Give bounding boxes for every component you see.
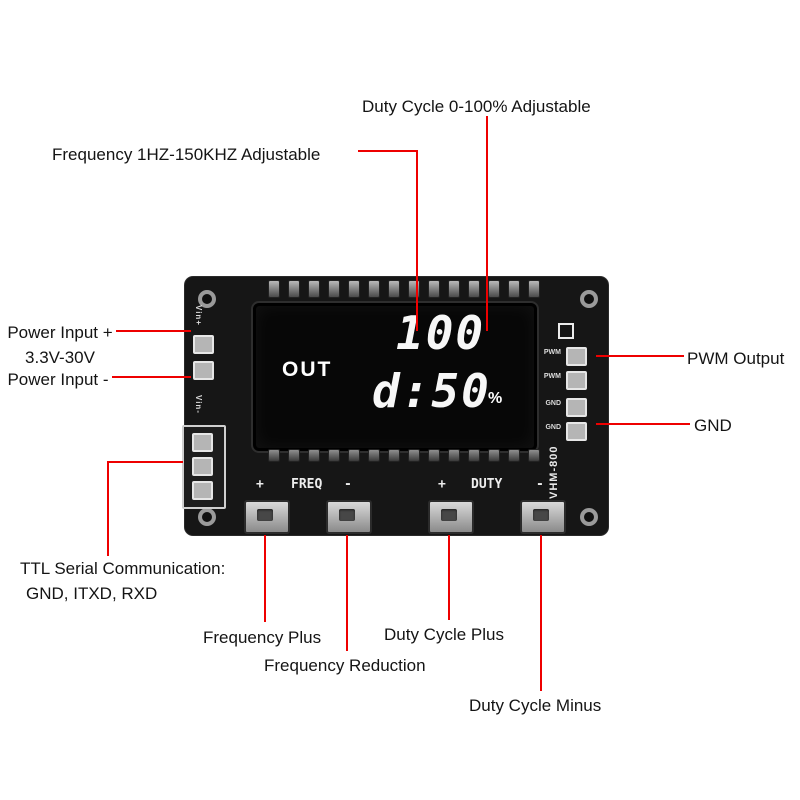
bottom-pin-header (268, 449, 540, 462)
pin (368, 280, 380, 298)
pwm-pad (566, 347, 587, 366)
pin (308, 449, 320, 462)
annotation-gnd: GND (694, 416, 732, 435)
ttl-pad (192, 481, 213, 500)
gnd-pad-label: GND (545, 424, 561, 431)
lcd-out-label: OUT (282, 358, 333, 381)
annotation-duty-cycle-plus: Duty Cycle Plus (384, 625, 504, 644)
mounting-hole (198, 508, 216, 526)
pwm-pad-label: PWM (543, 349, 561, 356)
pin (448, 280, 460, 298)
pin (308, 280, 320, 298)
vin-plus-label: Vin+ (194, 305, 203, 326)
silk-freq-label: FREQ (291, 477, 323, 492)
annotation-frequency-plus: Frequency Plus (203, 628, 322, 647)
lcd-frequency-value: 100 (396, 306, 486, 360)
pin (468, 449, 480, 462)
silk-duty-label: DUTY (471, 477, 503, 492)
pin (388, 449, 400, 462)
pin (528, 449, 540, 462)
pin (408, 280, 420, 298)
pin (408, 449, 420, 462)
frequency-reduction-button (326, 500, 372, 534)
annotation-pwm-output: PWM Output (687, 349, 785, 368)
annotation-ttl-line2: GND, ITXD, RXD (26, 583, 158, 603)
pin (428, 449, 440, 462)
silk-freq-minus: - (344, 477, 352, 492)
pin (328, 449, 340, 462)
pin (488, 280, 500, 298)
mounting-hole (580, 290, 598, 308)
lcd-percent-sign: % (488, 390, 503, 407)
pin (388, 280, 400, 298)
pcb-board: OUT 100 d:50 % Vin+ Vin- PWM (182, 277, 608, 535)
pin (288, 449, 300, 462)
pin (268, 280, 280, 298)
pin (448, 449, 460, 462)
silkscreen-box (558, 323, 574, 339)
pin (508, 280, 520, 298)
annotation-duty-adjustable: Duty Cycle 0-100% Adjustable (362, 97, 591, 116)
annotation-frequency-reduction: Frequency Reduction (264, 656, 426, 675)
annotation-ttl-serial: TTL Serial Communication: GND, ITXD, RXD (20, 557, 225, 606)
annotation-duty-cycle-minus: Duty Cycle Minus (469, 696, 602, 715)
ttl-pad (192, 457, 213, 476)
vin-minus-label: Vin- (194, 395, 203, 414)
duty-cycle-minus-button (520, 500, 566, 534)
mounting-hole (198, 290, 216, 308)
model-number-label: VHM-800 (548, 445, 560, 499)
pin (268, 449, 280, 462)
pwm-pad (566, 371, 587, 390)
annotation-power-input-plus-line2: 3.3V-30V (25, 347, 95, 367)
pwm-pad-label: PWM (543, 373, 561, 380)
annotation-ttl-line1: TTL Serial Communication: (20, 559, 226, 578)
lcd-duty-value: d:50 (372, 364, 491, 418)
annotation-power-input-plus-line1: Power Input + (7, 323, 113, 342)
mounting-hole (580, 508, 598, 526)
annotation-power-input-plus: Power Input + 3.3V-30V (4, 321, 116, 370)
gnd-pad-label: GND (545, 400, 561, 407)
duty-cycle-plus-button (428, 500, 474, 534)
annotation-power-input-minus: Power Input - (7, 370, 109, 389)
top-pin-header (268, 280, 540, 298)
pin (528, 280, 540, 298)
gnd-pad (566, 398, 587, 417)
silk-duty-plus: + (438, 477, 446, 492)
silk-freq-plus: + (256, 477, 264, 492)
line-ttl-serial (107, 461, 183, 556)
pin (288, 280, 300, 298)
pin (468, 280, 480, 298)
pin (508, 449, 520, 462)
pin (368, 449, 380, 462)
silk-duty-minus: - (536, 477, 544, 492)
ttl-serial-connector (182, 425, 226, 509)
frequency-plus-button (244, 500, 290, 534)
ttl-pad (192, 433, 213, 452)
pin (328, 280, 340, 298)
pin (428, 280, 440, 298)
pin (488, 449, 500, 462)
vin-plus-pad (193, 335, 214, 354)
vin-minus-pad (193, 361, 214, 380)
lcd-display: OUT 100 d:50 % (253, 303, 537, 451)
pin (348, 449, 360, 462)
annotation-freq-adjustable: Frequency 1HZ-150KHZ Adjustable (52, 145, 321, 164)
gnd-pad (566, 422, 587, 441)
pin (348, 280, 360, 298)
